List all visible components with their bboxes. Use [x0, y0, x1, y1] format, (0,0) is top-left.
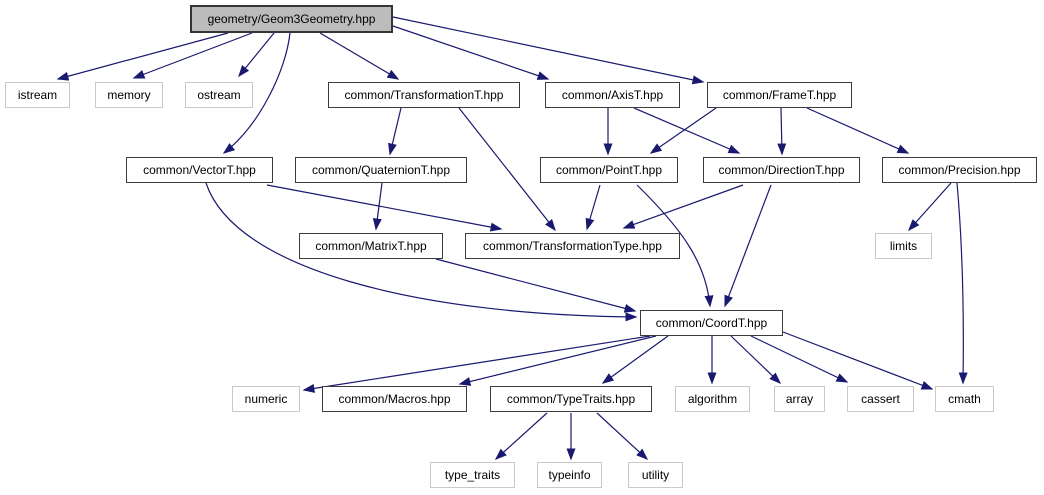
edge-directiont-coordt — [724, 184, 772, 308]
edge-coordt-macros — [458, 335, 657, 386]
edge-framet-directiont — [777, 107, 787, 156]
node-algorithm[interactable]: algorithm — [675, 386, 750, 412]
edge-matrixt-coordt — [435, 258, 637, 313]
node-framet[interactable]: common/FrameT.hpp — [707, 82, 852, 108]
edge-geom3-framet — [392, 16, 705, 85]
node-macros[interactable]: common/Macros.hpp — [322, 386, 467, 412]
node-typetraits[interactable]: common/TypeTraits.hpp — [490, 386, 652, 412]
edge-directiont-transformationtype — [622, 184, 744, 229]
edge-quaterniont-matrixt — [372, 182, 383, 231]
edge-vectort-coordt — [205, 182, 638, 322]
edge-typetraits-type_traits — [494, 412, 548, 461]
node-matrixt[interactable]: common/MatrixT.hpp — [299, 233, 443, 259]
node-geom3geometry[interactable]: geometry/Geom3Geometry.hpp — [190, 5, 393, 33]
node-pointt[interactable]: common/PointT.hpp — [540, 157, 678, 183]
node-memory[interactable]: memory — [95, 82, 163, 108]
node-ostream[interactable]: ostream — [185, 82, 253, 108]
node-numeric[interactable]: numeric — [232, 386, 300, 412]
node-quaterniont[interactable]: common/QuaternionT.hpp — [295, 157, 467, 183]
edge-geom3-istream — [56, 32, 229, 81]
edge-typetraits-utility — [596, 412, 649, 461]
node-typeinfo[interactable]: typeinfo — [537, 462, 602, 488]
node-transformationtype[interactable]: common/TransformationType.hpp — [465, 233, 680, 259]
node-cassert[interactable]: cassert — [847, 386, 914, 412]
edge-pointt-coordt — [636, 184, 714, 308]
edge-precision-cmath — [956, 182, 968, 385]
edge-geom3-axist — [392, 25, 550, 80]
node-axist[interactable]: common/AxisT.hpp — [545, 82, 680, 108]
node-array[interactable]: array — [774, 386, 825, 412]
node-type-traits[interactable]: type_traits — [430, 462, 515, 488]
node-coordt[interactable]: common/CoordT.hpp — [640, 310, 783, 336]
edge-framet-pointt — [649, 107, 717, 154]
edge-geom3-vectort — [222, 32, 291, 154]
edge-vectort-transformationtype — [266, 184, 503, 232]
node-istream[interactable]: istream — [5, 82, 70, 108]
node-limits[interactable]: limits — [875, 233, 932, 259]
edge-coordt-array — [730, 335, 782, 385]
edge-coordt-cassert — [750, 335, 849, 383]
edge-coordt-numeric — [302, 335, 651, 393]
edge-transformationt-quaterniont — [388, 107, 402, 156]
node-transformationt[interactable]: common/TransformationT.hpp — [328, 82, 520, 108]
edge-axist-directiont — [633, 107, 741, 154]
edge-precision-limits — [908, 182, 952, 232]
node-precision[interactable]: common/Precision.hpp — [882, 157, 1037, 183]
edge-transformationt-transformationtype — [458, 107, 556, 232]
node-cmath[interactable]: cmath — [935, 386, 994, 412]
node-vectort[interactable]: common/VectorT.hpp — [126, 157, 273, 183]
edge-framet-precision — [806, 107, 910, 154]
edge-geom3-memory — [132, 32, 253, 79]
node-utility[interactable]: utility — [628, 462, 683, 488]
node-directiont[interactable]: common/DirectionT.hpp — [703, 157, 860, 183]
edge-coordt-typetraits — [601, 335, 669, 384]
edge-geom3-ostream — [238, 32, 275, 78]
edge-coordt-cmath — [782, 331, 934, 390]
edge-pointt-transformationtype — [585, 184, 601, 231]
edge-geom3-transformationt — [319, 32, 400, 80]
